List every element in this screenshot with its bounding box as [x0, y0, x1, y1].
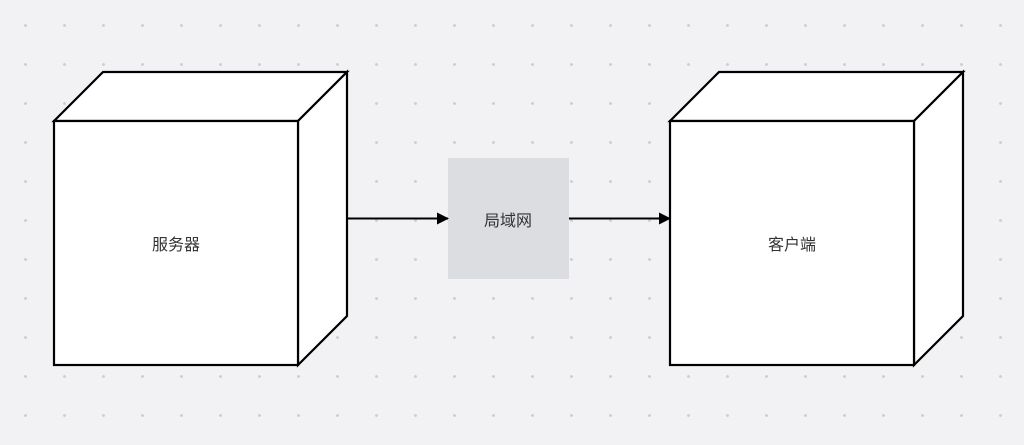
server-label: 服务器	[151, 235, 201, 254]
client-cube-icon[interactable]	[667, 69, 966, 368]
client-label: 客户端	[767, 235, 817, 254]
server-cube-icon[interactable]	[51, 69, 350, 368]
lan-node-box[interactable]	[448, 158, 569, 279]
lan-label: 局域网	[483, 211, 533, 230]
